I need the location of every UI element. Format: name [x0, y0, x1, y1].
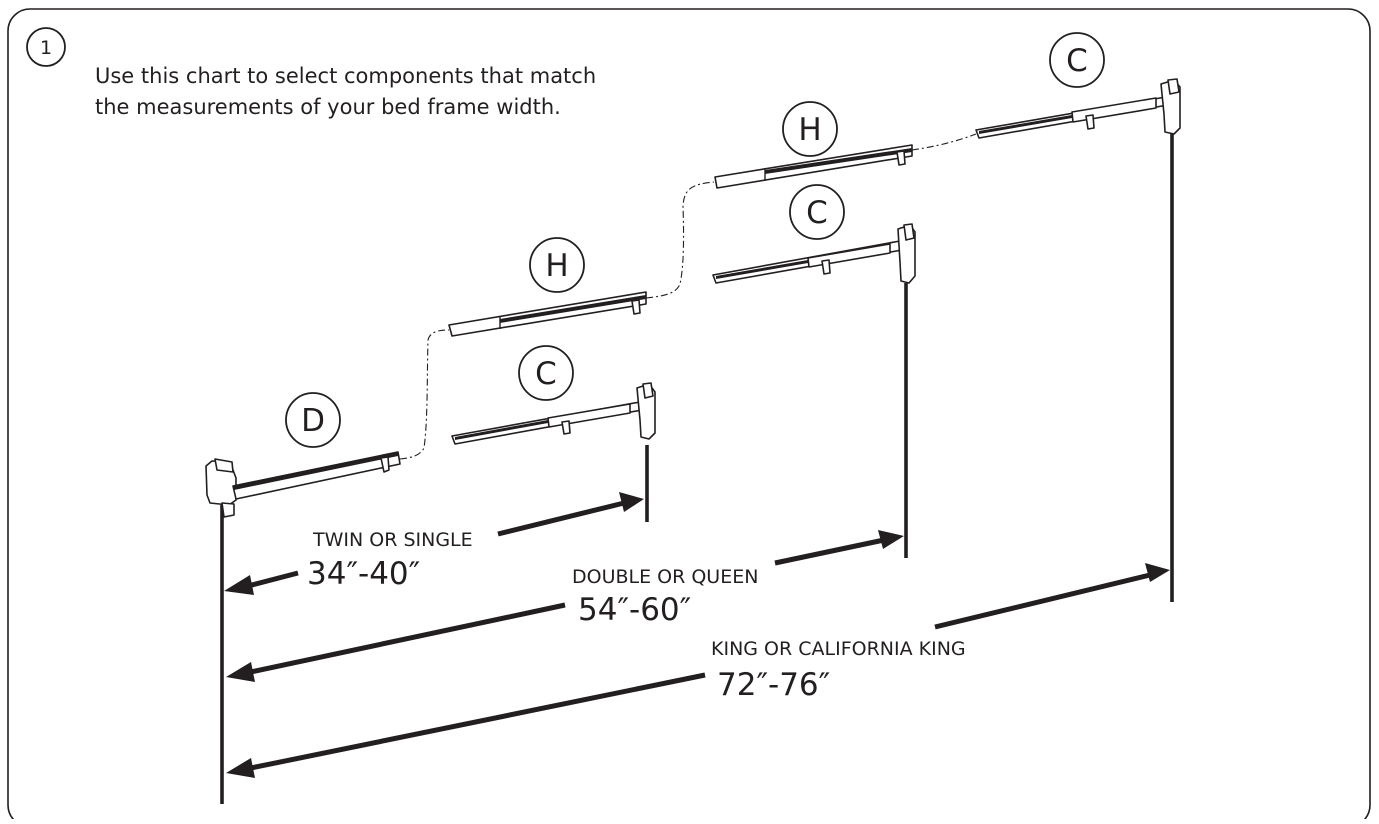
instruction-line-1: Use this chart to select components that…: [95, 64, 596, 88]
component-h-rail-upper: [714, 144, 913, 189]
king-label: KING OR CALIFORNIA KING: [711, 638, 966, 660]
instruction-line-2: the measurements of your bed frame width…: [95, 95, 561, 119]
king-range: 72″-76″: [717, 667, 830, 703]
step-badge: 1: [26, 27, 66, 67]
component-c-rail-middle: [712, 223, 916, 284]
twin-label: TWIN OR SINGLE: [312, 529, 473, 551]
callout-c-top-letter: C: [1066, 43, 1088, 79]
callout-h-upper: H: [782, 101, 838, 157]
callout-c-middle-letter: C: [806, 195, 828, 231]
callout-c-top: C: [1049, 32, 1105, 88]
component-c-rail-lower: [451, 382, 656, 445]
twin-range: 34″-40″: [307, 556, 420, 592]
component-c-rail-top: [975, 78, 1181, 139]
callout-c-lower-letter: C: [535, 356, 557, 392]
dimension-king: KING OR CALIFORNIA KING 72″-76″: [226, 563, 1170, 778]
callout-h-upper-letter: H: [798, 112, 821, 148]
component-h-rail-lower: [448, 291, 647, 337]
callout-c-middle: C: [789, 184, 845, 240]
step-number: 1: [40, 37, 52, 59]
queen-label: DOUBLE OR QUEEN: [572, 566, 758, 588]
component-connection-path: [399, 133, 977, 460]
callout-c-lower: C: [518, 345, 574, 401]
dimension-queen: DOUBLE OR QUEEN 54″-60″: [226, 530, 904, 682]
diagram-border: [7, 8, 1371, 824]
component-d-rail: [205, 451, 401, 518]
callout-h-lower: H: [529, 237, 585, 293]
callout-d: D: [285, 392, 341, 448]
dimension-twin: TWIN OR SINGLE 34″-40″: [224, 492, 644, 595]
queen-range: 54″-60″: [578, 592, 691, 628]
callout-d-letter: D: [301, 403, 325, 439]
callout-h-lower-letter: H: [545, 248, 568, 284]
